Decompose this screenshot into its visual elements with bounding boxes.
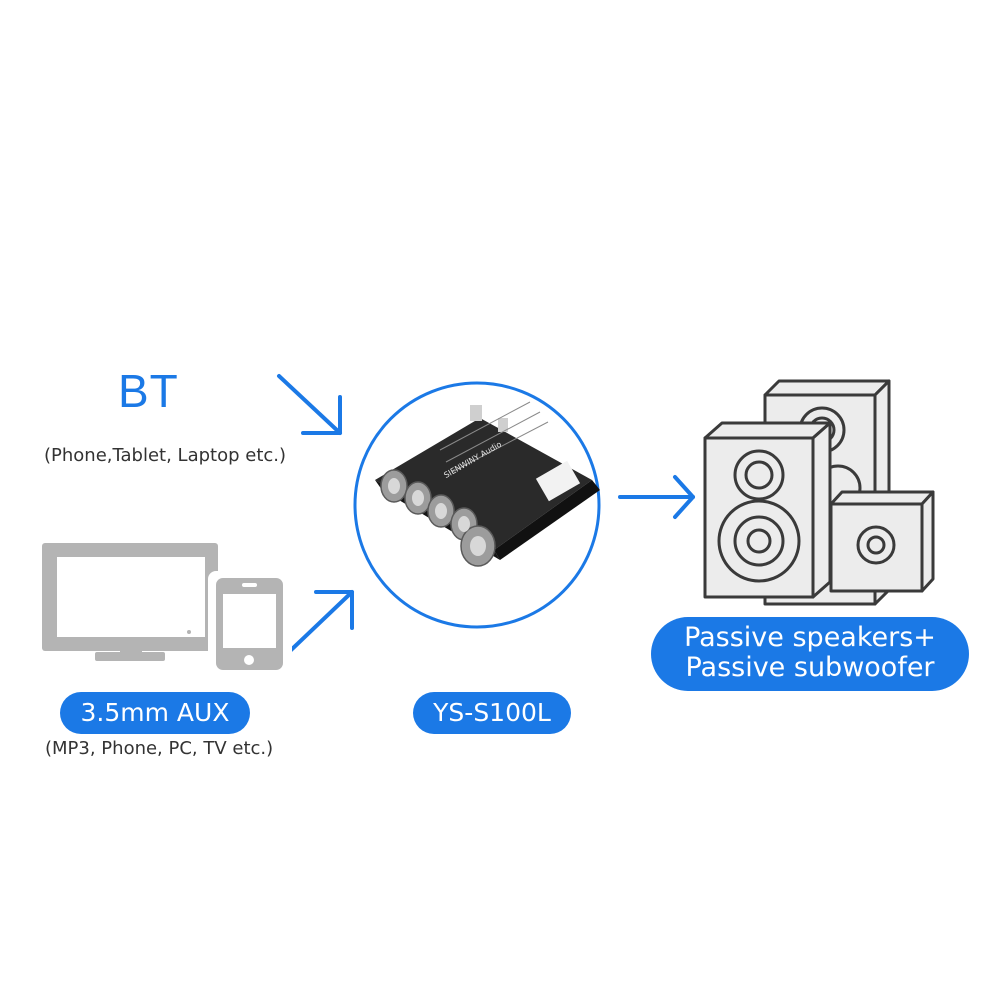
model-label-badge: YS-S100L — [413, 692, 571, 734]
arrow-icon — [277, 374, 342, 435]
amplifier-board-icon — [375, 401, 600, 567]
bt-title: BT — [118, 365, 179, 417]
output-label-line2: Passive subwoofer — [685, 652, 935, 683]
arrow-icon — [288, 590, 354, 653]
output-label-badge: Passive speakers+ Passive subwoofer — [651, 617, 969, 691]
aux-subtitle: (MP3, Phone, PC, TV etc.) — [45, 738, 274, 759]
bt-subtitle: (Phone,Tablet, Laptop etc.) — [44, 445, 287, 466]
output-label-line1: Passive speakers+ — [684, 622, 936, 653]
phone-icon — [208, 571, 292, 677]
speaker-icon — [703, 379, 935, 606]
arrow-icon — [618, 475, 695, 519]
monitor-icon — [42, 543, 218, 661]
aux-label-badge: 3.5mm AUX — [60, 692, 250, 734]
